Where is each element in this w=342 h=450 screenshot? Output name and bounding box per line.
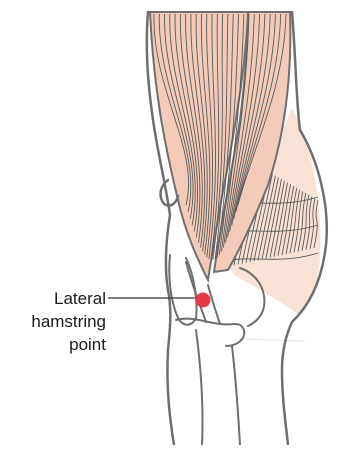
label-line-2: hamstring	[31, 310, 106, 333]
acupoint-dot[interactable]	[196, 293, 211, 308]
tendon-line-2	[208, 285, 220, 324]
fibula-head	[169, 255, 196, 325]
label-line-1: Lateral	[31, 287, 106, 310]
tibia-shaft-right	[232, 346, 240, 445]
label-line-3: point	[31, 333, 106, 356]
lateral-hamstring-point-label: Lateral hamstring point	[31, 287, 106, 356]
tibia-plateau	[176, 319, 244, 346]
tibia-shaft-left	[196, 330, 203, 445]
